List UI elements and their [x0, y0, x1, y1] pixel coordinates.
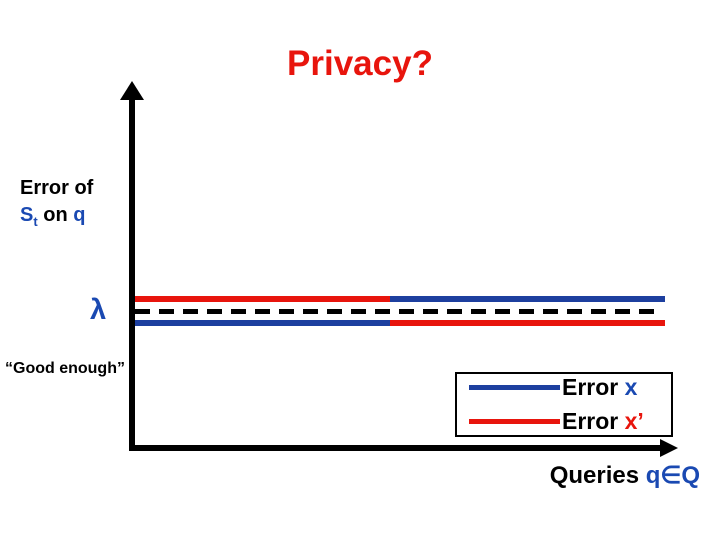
legend-item-error-x-prime: Error x’ [469, 408, 671, 435]
y-axis-label-s: S [20, 204, 34, 226]
lambda-threshold-label: λ [90, 294, 107, 326]
legend-variable-x: x [624, 374, 638, 400]
y-axis-label-error-of: Error of [20, 177, 94, 199]
y-axis-line [129, 99, 135, 450]
error-x-prime-line-swatch [469, 419, 560, 424]
legend-box: Error x Error x’ [455, 372, 673, 437]
y-axis-label-on: on [37, 204, 74, 226]
y-axis-label-line1: Error of [20, 175, 93, 202]
x-axis-line [129, 445, 662, 451]
x-axis-label-queries: Queries [549, 462, 646, 489]
y-axis-arrowhead-icon [120, 81, 144, 100]
series-error-x-left-segment [135, 320, 390, 326]
y-axis-label-line2: St on q [20, 202, 93, 235]
legend-label-prefix: Error [562, 408, 625, 434]
x-axis-label: Queries q∈Q [550, 461, 700, 490]
lambda-threshold-dashed-line [135, 309, 662, 314]
x-axis-label-math: q∈Q [645, 462, 700, 489]
legend-item-error-x: Error x [469, 374, 671, 401]
good-enough-annotation: “Good enough” [5, 360, 125, 377]
series-error-x-prime-left-segment [135, 296, 390, 302]
error-x-line-swatch [469, 385, 560, 390]
legend-label-prefix: Error [562, 374, 625, 400]
y-axis-label: Error of St on q [20, 175, 93, 235]
slide-title: Privacy? [287, 44, 433, 83]
legend-label-error-x: Error x [562, 374, 637, 401]
legend-variable-x-prime: x’ [624, 408, 644, 434]
x-axis-arrowhead-icon [660, 439, 678, 457]
legend-label-error-x-prime: Error x’ [562, 408, 644, 435]
y-axis-label-subscript-t: t [33, 214, 38, 229]
series-error-x-right-segment [390, 296, 665, 302]
series-error-x-prime-right-segment [390, 320, 665, 326]
y-axis-label-q: q [73, 204, 86, 226]
